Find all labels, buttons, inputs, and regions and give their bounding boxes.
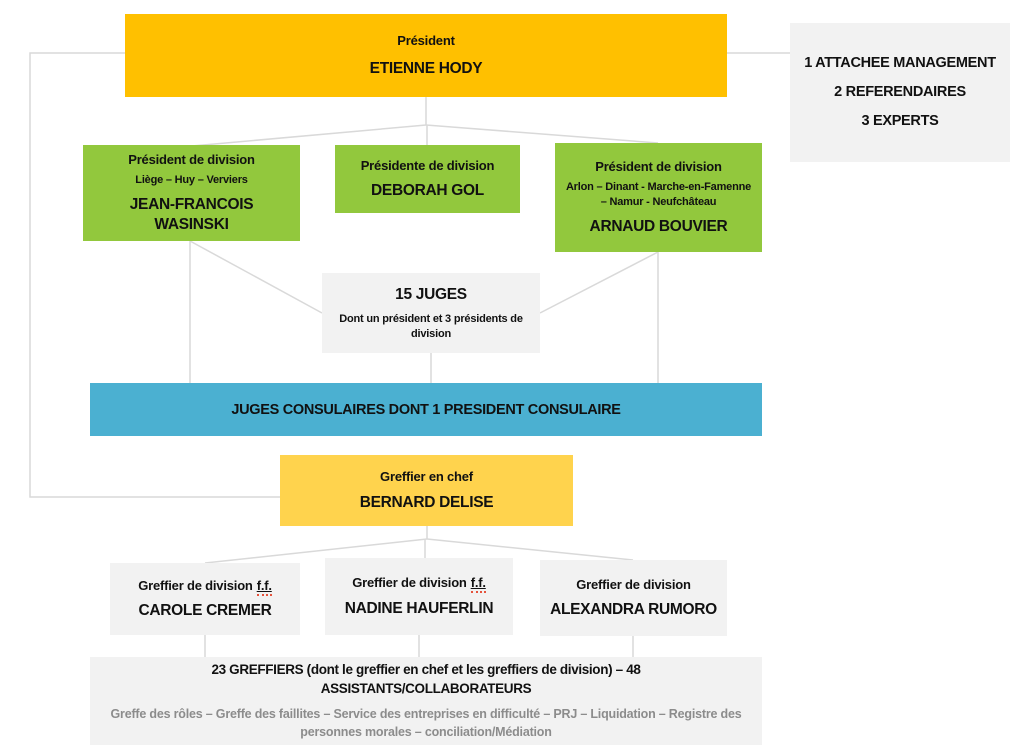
chief-clerk-title: Greffier en chef [380,469,473,485]
division-president-name: JEAN-FRANCOIS WASINSKI [129,195,254,233]
division-territory: Arlon – Dinant - Marche-en-Famenne – Nam… [565,180,752,208]
clerk-name: NADINE HAUFERLIN [344,599,494,617]
judges-count: 15 JUGES [395,285,467,303]
consular-judges-label: JUGES CONSULAIRES DONT 1 PRESIDENT CONSU… [231,401,621,418]
clerk-name: CAROLE CREMER [138,602,272,620]
division-box-arlon: Président de division Arlon – Dinant - M… [555,143,762,252]
chief-clerk-box: Greffier en chef BERNARD DELISE [280,455,573,526]
clerk-title-text: Greffier de division [138,577,253,593]
president-name: ETIENNE HODY [369,59,483,77]
division-title: Président de division [128,152,255,168]
staff-line-referendaires: 2 REFERENDAIRES [834,84,966,100]
division-box-gol: Présidente de division DEBORAH GOL [335,145,520,213]
clerk-title-text: Greffier de division [576,576,691,592]
division-president-name: DEBORAH GOL [371,182,484,200]
clerk-name: ALEXANDRA RUMORO [550,601,717,619]
chief-clerk-name: BERNARD DELISE [359,493,494,511]
staff-line-experts: 3 EXPERTS [861,113,939,129]
staff-line-attachee: 1 ATTACHEE MANAGEMENT [804,55,996,71]
division-president-name: ARNAUD BOUVIER [589,217,728,235]
staff-box: 1 ATTACHEE MANAGEMENT 2 REFERENDAIRES 3 … [790,23,1010,162]
clerk-title: Greffier de division [576,576,691,594]
division-territory: Liège – Huy – Verviers [135,173,248,186]
registry-headcount: 23 GREFFIERS (dont le greffier en chef e… [211,661,641,696]
registry-services: Greffe des rôles – Greffe des faillites … [110,706,742,739]
clerk-title-suffix: f.f. [256,577,272,596]
consular-judges-bar: JUGES CONSULAIRES DONT 1 PRESIDENT CONSU… [90,383,762,436]
clerk-box-rumoro: Greffier de division ALEXANDRA RUMORO [540,560,727,636]
clerk-title-text: Greffier de division [352,575,467,591]
division-title: Présidente de division [360,157,495,173]
registry-bar: 23 GREFFIERS (dont le greffier en chef e… [90,657,762,745]
judges-detail: Dont un président et 3 présidents de div… [339,312,523,340]
clerk-title-suffix: f.f. [470,575,486,594]
judges-box: 15 JUGES Dont un président et 3 présiden… [322,273,540,353]
president-title: Président [397,33,455,49]
division-box-liege: Président de division Liège – Huy – Verv… [83,145,300,241]
division-title: Président de division [595,159,722,175]
president-box: Président ETIENNE HODY [125,14,727,97]
